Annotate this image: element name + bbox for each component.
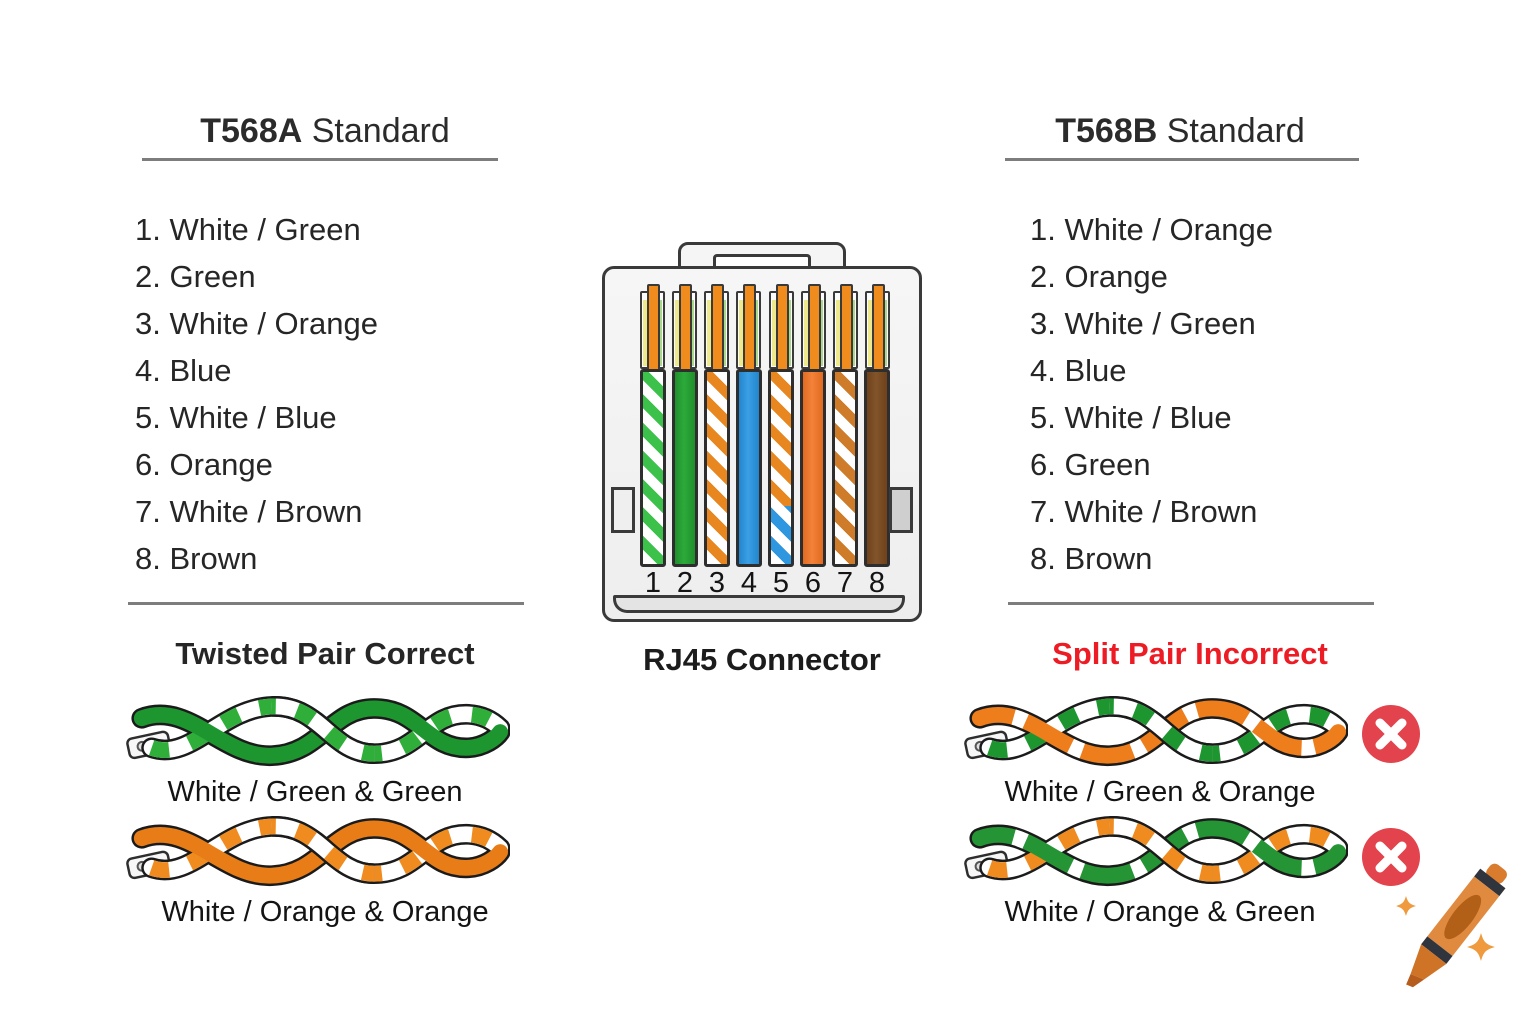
t568a-item-6: 6. Orange [135, 447, 273, 482]
t568b-title: T568B Standard [980, 112, 1380, 151]
twisted-pair-white-green-and-green [126, 696, 510, 767]
t568b-item-3: 3. White / Green [1030, 306, 1256, 341]
right-section-divider [1008, 602, 1374, 605]
pin-contact-1 [640, 284, 665, 371]
wire-blue [736, 369, 762, 567]
twisted-pair-correct-title: Twisted Pair Correct [175, 636, 475, 671]
pin-contact-3 [704, 284, 730, 371]
pin-contact-5 [768, 284, 794, 371]
t568b-item-8: 8. Brown [1030, 541, 1153, 576]
t568b-item-7: 7. White / Brown [1030, 494, 1258, 529]
pin-number-8: 8 [868, 567, 886, 599]
pair-label-white-green-green: White / Green & Green [167, 776, 463, 808]
twisted-pair-white-orange-and-orange [126, 816, 510, 887]
pin-contact-7 [832, 284, 858, 371]
t568b-title-word: Standard [1166, 112, 1305, 150]
t568b-item-6: 6. Green [1030, 447, 1151, 482]
t568b-item-4: 4. Blue [1030, 353, 1127, 388]
connector-bottom-lip [613, 595, 905, 613]
pair-label-white-green-orange: White / Green & Orange [1004, 776, 1316, 808]
crayon-logo-icon [1396, 863, 1507, 988]
t568b-item-1: 1. White / Orange [1030, 212, 1273, 247]
pin-number-4: 4 [740, 567, 758, 599]
t568a-title-word: Standard [311, 112, 450, 150]
t568a-item-4: 4. Blue [135, 353, 232, 388]
pin-contact-4 [736, 284, 762, 371]
t568b-wire-list: 1. White / Orange 2. Orange 3. White / G… [1030, 206, 1273, 582]
t568a-item-5: 5. White / Blue [135, 400, 337, 435]
rj45-connector-label: RJ45 Connector [643, 642, 881, 677]
left-section-divider [128, 602, 524, 605]
t568a-item-7: 7. White / Brown [135, 494, 363, 529]
wire-white-green [640, 369, 666, 567]
pin-contact-2 [672, 284, 698, 371]
t568a-item-2: 2. Green [135, 259, 256, 294]
t568a-title: T568A Standard [120, 112, 530, 151]
wire-green [672, 369, 698, 567]
pin-contact-6 [800, 284, 826, 371]
incorrect-x-icon [1362, 705, 1420, 763]
pin-number-3: 3 [708, 567, 726, 599]
connector-pin-contacts [640, 284, 890, 371]
connector-body: 1 2 3 4 5 6 7 8 [602, 266, 922, 622]
t568b-title-code: T568B [1055, 112, 1158, 150]
t568b-item-5: 5. White / Blue [1030, 400, 1232, 435]
wire-white-orange [704, 369, 730, 567]
t568a-item-3: 3. White / Orange [135, 306, 378, 341]
incorrect-x-icon [1362, 828, 1420, 886]
pin-number-1: 1 [644, 567, 662, 599]
wire-orange [800, 369, 826, 567]
pair-label-white-orange-orange: White / Orange & Orange [161, 896, 489, 928]
connector-wires [640, 369, 890, 567]
pin-number-6: 6 [804, 567, 822, 599]
pair-label-white-orange-green: White / Orange & Green [1004, 896, 1316, 928]
rj45-connector-illustration: 1 2 3 4 5 6 7 8 [602, 240, 922, 622]
t568a-item-8: 8. Brown [135, 541, 258, 576]
t568a-item-1: 1. White / Green [135, 212, 361, 247]
pin-number-5: 5 [772, 567, 790, 599]
t568b-title-underline [1005, 158, 1359, 161]
split-pair-incorrect-title: Split Pair Incorrect [1052, 636, 1328, 671]
split-pair-white-green-and-orange [964, 696, 1348, 767]
t568b-item-2: 2. Orange [1030, 259, 1168, 294]
wire-white-blue [768, 369, 794, 567]
t568a-title-underline [142, 158, 498, 161]
t568a-wire-list: 1. White / Green 2. Green 3. White / Ora… [135, 206, 378, 582]
wire-brown [864, 369, 890, 567]
pin-number-2: 2 [676, 567, 694, 599]
pin-number-7: 7 [836, 567, 854, 599]
wire-white-brown [832, 369, 858, 567]
t568a-title-code: T568A [200, 112, 303, 150]
split-pair-white-orange-and-green [964, 816, 1348, 887]
connector-side-tab-left [611, 487, 635, 533]
connector-side-tab-right [889, 487, 913, 533]
connector-pin-numbers: 1 2 3 4 5 6 7 8 [640, 567, 890, 600]
pin-contact-8 [864, 284, 890, 371]
